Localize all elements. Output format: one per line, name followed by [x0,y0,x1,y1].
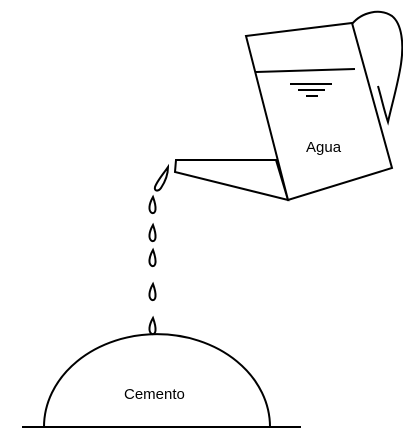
water-drop [148,281,157,302]
cement-label: Cemento [124,386,185,403]
cement-mound [43,333,271,428]
water-drop [148,315,157,336]
water-drop [148,194,157,215]
water-drop [153,163,170,192]
watering-can-body [244,21,394,202]
water-label: Agua [306,139,342,156]
watering-can-spout [173,159,290,202]
watering-can-handle [351,10,403,126]
water-drop [148,222,157,243]
water-drop [148,247,157,268]
water-surface-line [255,68,356,73]
